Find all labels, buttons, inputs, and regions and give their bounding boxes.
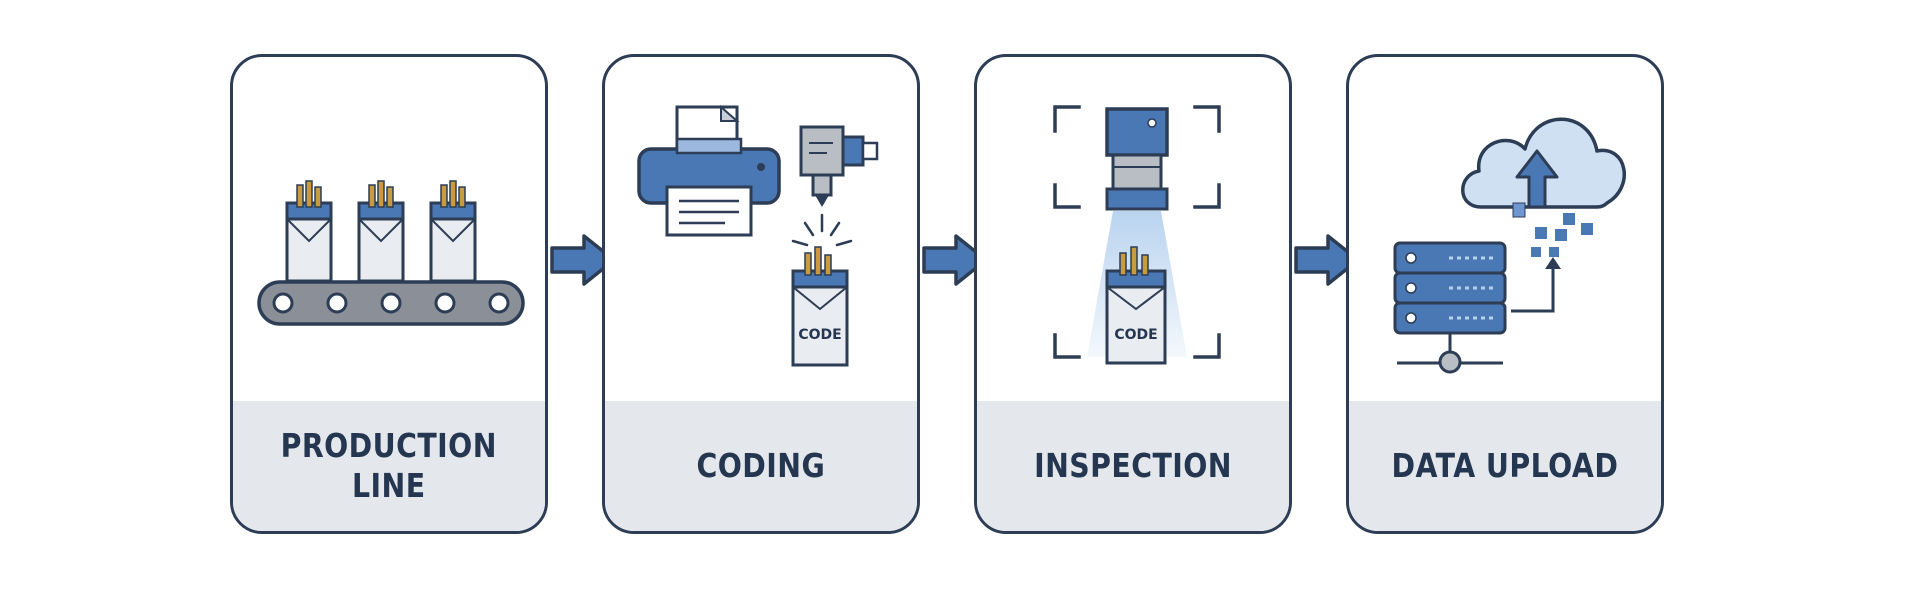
cigarette-pack-icon [285, 180, 333, 283]
camera-icon [1105, 107, 1169, 211]
server-icon [1393, 241, 1507, 374]
stage-data-upload: DATA UPLOAD [1346, 54, 1664, 534]
stage-label-band: INSPECTION [977, 401, 1289, 531]
production-line-illustration [233, 57, 545, 407]
stage-coding: CODE CODING [602, 54, 920, 534]
stage-label-band: DATA UPLOAD [1349, 401, 1661, 531]
stage-inspection: CODE INSPECTION [974, 54, 1292, 534]
stage-label-band: PRODUCTION LINE [233, 401, 545, 531]
cigarette-pack-icon [357, 180, 405, 283]
printer-icon [637, 104, 781, 237]
scan-frame-icon [1053, 105, 1221, 359]
cloud-upload-icon [1461, 117, 1626, 313]
laser-coder-icon [799, 125, 879, 207]
pack-code-text: CODE [1114, 327, 1157, 343]
arrow-right-icon [922, 234, 988, 286]
stage-label: CODING [696, 446, 826, 485]
cigarette-pack-icon [429, 180, 477, 283]
stage-label: DATA UPLOAD [1391, 446, 1619, 485]
arrow-right-icon [1294, 234, 1360, 286]
coding-illustration: CODE [605, 57, 917, 407]
coded-pack-icon: CODE [791, 246, 849, 367]
coding-sparks [791, 213, 853, 247]
inspection-illustration: CODE [977, 57, 1289, 407]
arrow-right-icon [550, 234, 616, 286]
conveyor-belt-icon [257, 280, 525, 326]
data-upload-illustration [1349, 57, 1661, 407]
coded-pack-icon: CODE [1105, 246, 1167, 365]
pack-code-text: CODE [798, 327, 841, 343]
stage-label: PRODUCTION LINE [280, 426, 498, 505]
stage-production-line: PRODUCTION LINE [230, 54, 548, 534]
stage-label-band: CODING [605, 401, 917, 531]
stage-label: INSPECTION [1034, 446, 1232, 485]
